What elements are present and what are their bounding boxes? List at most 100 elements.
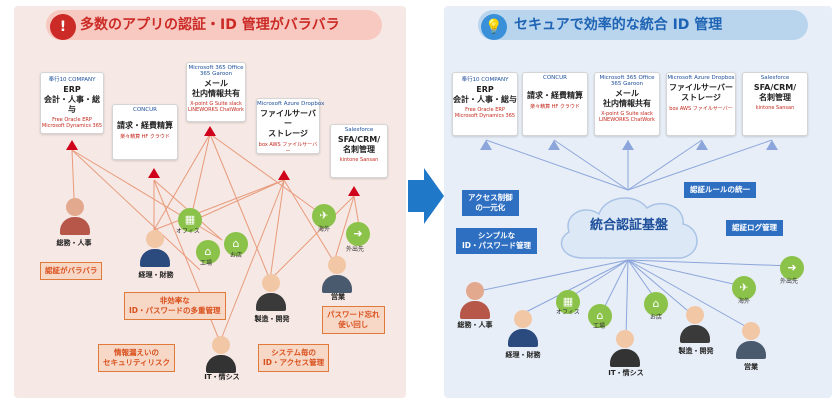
person-head bbox=[212, 336, 230, 354]
problem-banner: 多数のアプリの認証・ID 管理がバラバラ bbox=[46, 10, 382, 40]
card-title: SFA/CRM/ 名刺管理 bbox=[753, 83, 797, 102]
card-title: ファイルサーバー ストレージ bbox=[260, 109, 316, 138]
person-dev bbox=[678, 306, 712, 343]
card-vendor: Microsoft 365 Office 365 Garoon bbox=[599, 75, 655, 87]
card-vendor: 奉行10 COMPANY bbox=[48, 77, 96, 83]
card-products: 楽々精算 HF クラウド bbox=[530, 104, 580, 110]
benefit-label: 認証ルールの統一 bbox=[684, 182, 756, 198]
person-label: 製造・開発 bbox=[678, 347, 714, 355]
place-label: 外出先 bbox=[346, 246, 365, 253]
card-title: ERP 会計・人事・総与 bbox=[453, 85, 517, 104]
place-label: お店 bbox=[650, 314, 663, 321]
erp-card: 奉行10 COMPANY ERP 会計・人事・総与 Free Oracle ER… bbox=[452, 72, 518, 136]
office-icon: ▦ bbox=[556, 290, 580, 314]
place-label: 外出先 bbox=[780, 278, 799, 285]
warning-icon: ! bbox=[50, 14, 76, 40]
card-title: 請求・経費精算 bbox=[117, 121, 173, 130]
person-head bbox=[146, 230, 164, 248]
person-it bbox=[204, 336, 238, 373]
connection-marker bbox=[278, 170, 290, 180]
card-title: ERP 会計・人事・総与 bbox=[44, 85, 100, 114]
shop-icon: ⌂ bbox=[224, 232, 248, 256]
solution-title: セキュアで効率的な統合 ID 管理 bbox=[514, 17, 723, 33]
person-body bbox=[256, 293, 286, 311]
person-label: 総務・人事 bbox=[56, 239, 92, 247]
card-title: ファイルサーバー ストレージ bbox=[669, 83, 733, 102]
benefit-label: シンプルな ID・パスワード管理 bbox=[456, 228, 538, 254]
problem-callout: 情報漏えいの セキュリティリスク bbox=[98, 344, 176, 372]
place-label: 海外 bbox=[738, 298, 751, 305]
solution-banner: セキュアで効率的な統合 ID 管理 bbox=[478, 10, 808, 40]
factory-icon: ⌂ bbox=[588, 304, 612, 328]
place-label: 工場 bbox=[200, 260, 213, 267]
person-head bbox=[262, 274, 280, 292]
place-label: オフィス bbox=[176, 228, 200, 235]
person-dev bbox=[254, 274, 288, 311]
person-body bbox=[460, 301, 490, 319]
card-vendor: Salesforce bbox=[760, 75, 790, 81]
problem-callout: パスワード忘れ 使い回し bbox=[322, 306, 385, 334]
person-head bbox=[616, 330, 634, 348]
connection-marker bbox=[66, 140, 78, 150]
erp-card: 奉行10 COMPANY ERP 会計・人事・総与 Free Oracle ER… bbox=[40, 72, 104, 134]
card-products: Free Oracle ERP Microsoft Dynamics 365 bbox=[454, 107, 516, 119]
person-body bbox=[206, 355, 236, 373]
connection-marker bbox=[204, 126, 216, 136]
place-label: 海外 bbox=[318, 226, 331, 233]
card-title: メール 社内情報共有 bbox=[603, 89, 651, 108]
card-vendor: Microsoft 365 Office 365 Garoon bbox=[188, 65, 244, 77]
place-label: お店 bbox=[230, 252, 243, 259]
cloud-icon bbox=[560, 197, 698, 259]
person-head bbox=[328, 256, 346, 274]
sfa-card: Salesforce SFA/CRM/ 名刺管理 kintone Sansan bbox=[330, 124, 388, 178]
card-products: box AWS ファイルサーバー bbox=[258, 142, 318, 155]
mail-card: Microsoft 365 Office 365 Garoon メール 社内情報… bbox=[594, 72, 660, 136]
person-head bbox=[66, 198, 84, 216]
mail-card: Microsoft 365 Office 365 Garoon メール 社内情報… bbox=[186, 62, 246, 122]
airplane-icon: ✈ bbox=[312, 204, 336, 228]
transition-arrow-icon bbox=[408, 168, 444, 224]
benefit-label: アクセス制御 の一元化 bbox=[462, 190, 519, 216]
person-body bbox=[140, 249, 170, 267]
person-hr bbox=[458, 282, 492, 319]
storage-card: Microsoft Azure Dropbox ファイルサーバー ストレージ b… bbox=[666, 72, 736, 136]
card-products: X-point G Suite slack LINEWORKS ChatWork bbox=[599, 111, 655, 123]
card-title: SFA/CRM/ 名刺管理 bbox=[337, 135, 381, 154]
card-products: 楽々精算 HF クラウド bbox=[120, 134, 170, 140]
person-label: 総務・人事 bbox=[457, 321, 493, 329]
expense-card: CONCUR 請求・経費精算 楽々精算 HF クラウド bbox=[112, 104, 178, 160]
authentication-hub: 統合認証基盤 bbox=[589, 218, 668, 233]
card-products: kintone Sansan bbox=[755, 105, 795, 111]
person-body bbox=[60, 217, 90, 235]
sfa-card: Salesforce SFA/CRM/ 名刺管理 kintone Sansan bbox=[742, 72, 808, 136]
problem-callout: 認証がバラバラ bbox=[40, 262, 103, 280]
person-head bbox=[686, 306, 704, 324]
person-finance bbox=[506, 310, 540, 347]
card-products: box AWS ファイルサーバー bbox=[669, 106, 733, 112]
card-products: kintone Sansan bbox=[339, 157, 379, 163]
card-vendor: Salesforce bbox=[344, 127, 374, 133]
card-vendor: CONCUR bbox=[133, 107, 157, 113]
factory-icon: ⌂ bbox=[196, 240, 220, 264]
card-vendor: Microsoft Azure Dropbox bbox=[667, 75, 735, 81]
expense-card: CONCUR 請求・経費精算 楽々精算 HF クラウド bbox=[522, 72, 588, 136]
connection-marker bbox=[348, 186, 360, 196]
office-icon: ▦ bbox=[178, 208, 202, 232]
airplane-icon: ✈ bbox=[732, 276, 756, 300]
person-label: 製造・開発 bbox=[254, 315, 290, 323]
card-vendor: Microsoft Azure Dropbox bbox=[257, 101, 325, 107]
person-finance bbox=[138, 230, 172, 267]
problem-title: 多数のアプリの認証・ID 管理がバラバラ bbox=[80, 17, 340, 33]
problem-callout: システム毎の ID・アクセス管理 bbox=[258, 344, 330, 372]
person-label: 経理・財務 bbox=[138, 271, 174, 279]
person-hr bbox=[58, 198, 92, 235]
person-body bbox=[508, 329, 538, 347]
person-label: 営業 bbox=[331, 293, 345, 301]
person-head bbox=[466, 282, 484, 300]
person-label: 経理・財務 bbox=[505, 351, 541, 359]
place-label: オフィス bbox=[556, 309, 580, 316]
person-body bbox=[680, 325, 710, 343]
problem-callout: 非効率な ID・パスワードの多重管理 bbox=[124, 292, 226, 320]
walking-icon: ➜ bbox=[346, 222, 370, 246]
